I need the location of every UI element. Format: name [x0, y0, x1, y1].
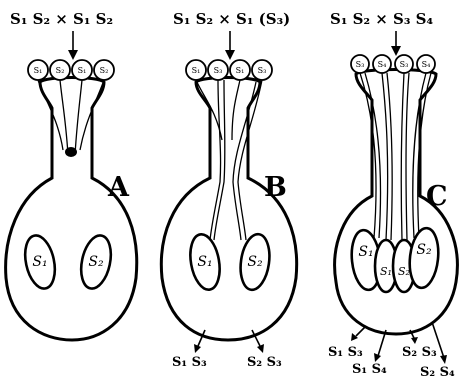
panel-b-ovule-label: S₁: [197, 254, 212, 270]
panel-c-pollen-label: S₃: [400, 60, 409, 69]
panel-b-progeny-label: S₂ S₃: [247, 355, 282, 370]
panel-c-letter: C: [426, 181, 448, 212]
panel-c-progeny-arrowhead: [440, 355, 447, 364]
panel-a-ovule-label: S₁: [32, 254, 47, 270]
panel-a-ovule-label: S₂: [88, 254, 104, 270]
panel-b-pollination-arrowhead: [225, 50, 235, 60]
panel-b-letter: B: [264, 172, 287, 203]
panel-c-ovule-label: S₂: [416, 242, 432, 258]
panel-a-cross-label: S₁ S₂ × S₁ S₂: [10, 10, 113, 28]
panel-b-progeny-label: S₁ S₃: [172, 355, 207, 370]
panel-c-progeny-arrowhead: [411, 337, 418, 344]
panel-a-pollination-arrowhead: [68, 50, 78, 60]
panel-c-progeny-label: S₁ S₄: [352, 362, 387, 377]
panel-c-ovule-label: S₁: [358, 244, 373, 260]
panel-c-progeny-label: S₁ S₃: [328, 345, 363, 360]
panel-c-progeny-label: S₂ S₄: [420, 365, 455, 378]
panel-a: S₁ S₂ × S₁ S₂ S₁ S₂ S₁ S₂ A S₁ S₂: [6, 10, 137, 340]
panel-b: S₁ S₂ × S₁ (S₃) S₁ S₃ S₁ S₃ B S₁ S₂: [161, 10, 296, 370]
panel-a-pollen-label: S₁: [34, 66, 43, 75]
panel-c-cross-label: S₁ S₂ × S₃ S₄: [330, 10, 433, 28]
panel-c-pollination-arrowhead: [391, 46, 401, 56]
panel-c: S₁ S₂ × S₃ S₄ S₃ S₄ S₃ S₄ C: [328, 10, 457, 378]
panel-a-pollen-label: S₁: [78, 66, 87, 75]
panel-b-pollen-label: S₁: [236, 66, 245, 75]
panel-c-pollen-label: S₄: [422, 60, 431, 69]
panel-b-pollen-label: S₃: [258, 66, 267, 75]
panel-b-pistil-outline: [161, 78, 296, 341]
panel-b-pollen-label: S₁: [192, 66, 201, 75]
panel-a-tube-arrest-point: [65, 147, 77, 157]
panel-c-pollen-label: S₄: [378, 60, 387, 69]
panel-c-ovule-label: S₂: [398, 265, 410, 278]
panel-b-cross-label: S₁ S₂ × S₁ (S₃): [173, 10, 290, 28]
panel-a-letter: A: [107, 172, 130, 203]
panel-c-ovule-label: S₁: [380, 265, 392, 278]
panel-a-pollen-label: S₂: [56, 66, 65, 75]
panel-c-progeny-arrowhead: [374, 353, 381, 362]
panel-c-pollen-label: S₃: [356, 60, 365, 69]
panel-b-ovule-label: S₂: [247, 254, 263, 270]
panel-c-progeny-label: S₂ S₃: [402, 345, 437, 360]
panel-b-pollen-label: S₃: [214, 66, 223, 75]
panel-c-progeny-arrow: [356, 326, 366, 336]
panel-a-pistil-outline: [6, 78, 137, 341]
panel-a-pollen-label: S₂: [100, 66, 109, 75]
